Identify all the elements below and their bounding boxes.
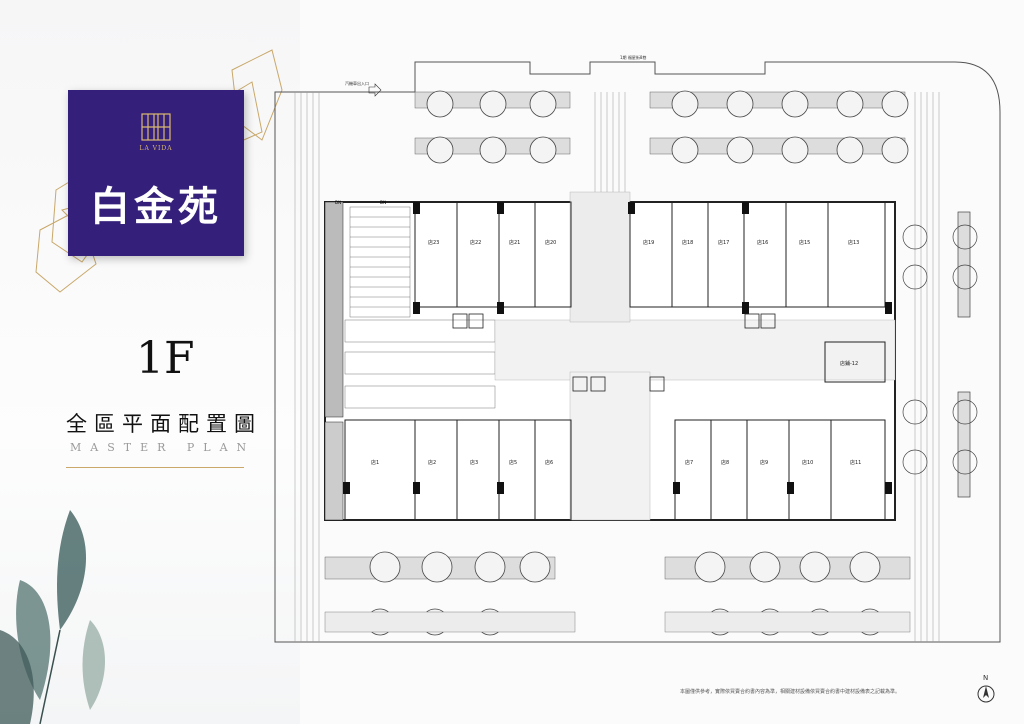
page-subtitle: MASTER PLAN bbox=[70, 441, 256, 454]
shop-label: 店13 bbox=[848, 239, 859, 246]
dn-label-1: DN bbox=[335, 200, 341, 205]
road-top-label: 1期 福星街8巷 bbox=[620, 54, 646, 60]
disclaimer-text: 本圖僅供參考，實際依買賣合約書內容為準，相關建材設備依買賣合約書中建材設備表之記… bbox=[680, 689, 901, 695]
shop-label: 店16 bbox=[757, 239, 768, 246]
shop-label: 店21 bbox=[509, 239, 520, 246]
shop-label: 店7 bbox=[685, 459, 693, 466]
floor-label: 1F bbox=[136, 333, 195, 384]
shop-label: 店17 bbox=[718, 239, 729, 246]
shop-label: 店8 bbox=[721, 459, 729, 466]
title-divider bbox=[66, 467, 244, 468]
entry-arrow-icon bbox=[368, 83, 382, 97]
leaf-illustration bbox=[0, 510, 105, 724]
shop-label: 店20 bbox=[545, 239, 556, 246]
shop-label: 店鋪-12 bbox=[840, 360, 858, 367]
brand-name-en: LA VIDA bbox=[139, 145, 173, 152]
top-landscape bbox=[414, 90, 909, 164]
brand-emblem-icon bbox=[141, 113, 171, 141]
shop-label: 店23 bbox=[428, 239, 439, 246]
bottom-landscape bbox=[324, 551, 911, 636]
shop-label: 店15 bbox=[799, 239, 810, 246]
page-title: 全區平面配置圖 bbox=[66, 412, 262, 436]
shop-label: 店9 bbox=[760, 459, 768, 466]
shop-label: 店1 bbox=[371, 459, 379, 466]
shop-label: 店10 bbox=[802, 459, 813, 466]
shop-label: 店2 bbox=[428, 459, 436, 466]
shop-label: 店18 bbox=[682, 239, 693, 246]
building-footprint: DN DN bbox=[324, 191, 896, 521]
right-landscape bbox=[902, 211, 978, 498]
brand-name-zh: 白金苑 bbox=[90, 183, 222, 230]
hatch-right bbox=[914, 92, 940, 642]
hatch-left bbox=[294, 92, 320, 642]
shop-label: 店19 bbox=[643, 239, 654, 246]
shop-label: 店22 bbox=[470, 239, 481, 246]
master-plan-drawing: 1期 福星街8巷 汽機車出入口 bbox=[274, 54, 1001, 643]
parking-entry-label: 汽機車出入口 bbox=[345, 80, 369, 86]
shop-label: 店6 bbox=[545, 459, 553, 466]
shop-label: 店3 bbox=[470, 459, 478, 466]
shop-label: 店5 bbox=[509, 459, 517, 466]
north-arrow-icon: N bbox=[977, 674, 995, 703]
dn-label-2: DN bbox=[380, 200, 386, 205]
brand-logo-card: LA VIDA 白金苑 bbox=[68, 90, 244, 256]
shop-label: 店11 bbox=[850, 459, 861, 466]
site-boundary bbox=[274, 61, 1001, 643]
hatch-center bbox=[594, 92, 626, 192]
north-label: N bbox=[983, 674, 988, 682]
